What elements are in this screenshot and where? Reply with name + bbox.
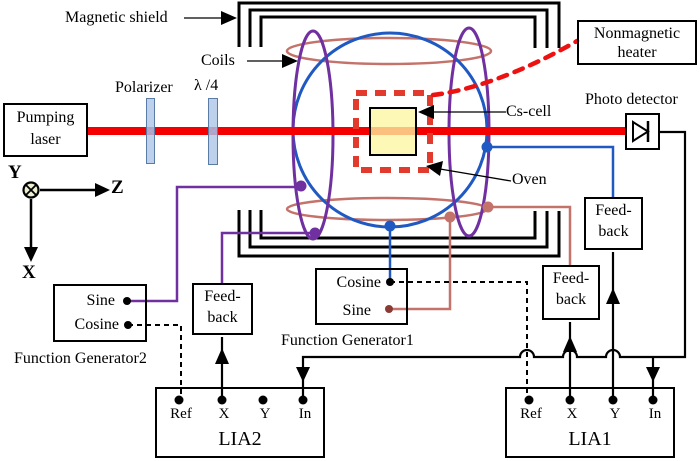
coil-junction-dots bbox=[295, 141, 494, 239]
polarizer-label: Polarizer bbox=[115, 79, 173, 96]
photodetector-output-wire bbox=[301, 130, 687, 396]
photo-detector-box bbox=[625, 113, 660, 150]
shield-mid-bottom bbox=[248, 210, 549, 249]
cs-cell-label: Cs-cell bbox=[506, 103, 552, 120]
function-generator2-label: Function Generator2 bbox=[14, 350, 147, 367]
heater-label-1: Nonmagnetic bbox=[593, 25, 681, 42]
fg2-cosine-label: Cosine bbox=[74, 316, 119, 333]
z-axis-arrow-icon bbox=[95, 183, 110, 197]
x2-up-arrow-icon bbox=[215, 348, 229, 364]
fg1-sine-to-coil-wire bbox=[389, 217, 452, 311]
port-dots bbox=[123, 278, 658, 405]
fg2-cosine-ref-dashed-wire bbox=[128, 324, 182, 396]
quarter-wave-label: λ /4 bbox=[194, 77, 219, 94]
y-axis-label: Y bbox=[8, 162, 22, 183]
annotation-leaders bbox=[184, 17, 512, 182]
coils-label: Coils bbox=[201, 52, 235, 69]
fg1-cosine-ref-dashed-wire bbox=[390, 281, 528, 396]
lia1-y-label: Y bbox=[609, 406, 621, 422]
magnetic-shield-arrow-icon bbox=[221, 11, 237, 25]
magnetic-shield-label: Magnetic shield bbox=[65, 9, 168, 26]
feedback2-to-coil-wire bbox=[220, 231, 315, 284]
lia2-in-label: In bbox=[298, 406, 312, 422]
shield-inner-bottom bbox=[259, 210, 537, 240]
coil-to-feedback-right-wire bbox=[487, 145, 615, 198]
lia1-x-label: X bbox=[566, 406, 578, 422]
feedback2-label-1: Feed- bbox=[204, 288, 241, 305]
lia2-ref-label: Ref bbox=[170, 406, 192, 422]
feedback-right-label-1: Feed- bbox=[595, 202, 632, 219]
in2-down-arrow-icon bbox=[296, 367, 310, 382]
feedback2-label-2: back bbox=[207, 308, 238, 326]
shield-outer-top bbox=[237, 1, 561, 48]
feedback-mid-label-1: Feed- bbox=[552, 270, 590, 287]
lia1-in-label: In bbox=[648, 406, 662, 422]
function-generator2-box: Sine Cosine bbox=[53, 284, 147, 342]
lia1-box: Ref X Y In LIA1 bbox=[505, 387, 675, 458]
feedback-right-box: Feed- back bbox=[584, 197, 643, 250]
lia1-title: LIA1 bbox=[568, 428, 612, 450]
transverse-coil-top-ellipse bbox=[285, 36, 493, 66]
oven-label: Oven bbox=[512, 171, 547, 188]
lia2-box: Ref X Y In LIA2 bbox=[155, 387, 325, 458]
in1-down-arrow-icon bbox=[646, 367, 660, 382]
cs-cell-arrow-icon bbox=[418, 105, 434, 119]
feedback-right-label-2: back bbox=[598, 222, 629, 240]
y1-up-arrow-icon bbox=[606, 288, 620, 304]
pumping-laser-label-1: Pumping bbox=[16, 109, 75, 126]
feedback2-box: Feed- back bbox=[192, 283, 253, 335]
annotation-arrowheads bbox=[221, 11, 443, 176]
wire-arrowheads bbox=[215, 288, 660, 382]
quarter-wave-plate bbox=[208, 98, 218, 165]
fg2-sine-to-coil-wire bbox=[127, 185, 301, 303]
feedback-mid-box: Feed- back bbox=[542, 265, 600, 320]
lia2-y-label: Y bbox=[259, 406, 271, 422]
coils-arrow-icon bbox=[282, 54, 298, 68]
nonmagnetic-heater-box: Nonmagnetic heater bbox=[577, 20, 697, 65]
x-axis-label: X bbox=[22, 262, 36, 283]
lia1-ref-label: Ref bbox=[520, 406, 542, 422]
oven-arrow-icon bbox=[426, 161, 443, 176]
fg1-cosine-label: Cosine bbox=[336, 274, 381, 291]
heater-label-2: heater bbox=[617, 44, 657, 62]
pumping-laser-label-2: laser bbox=[30, 131, 61, 149]
lia2-title: LIA2 bbox=[218, 428, 262, 450]
coordinate-axes bbox=[22, 181, 110, 262]
z-axis-label: Z bbox=[111, 177, 124, 198]
x1-up-arrow-icon bbox=[563, 336, 577, 352]
shield-mid-top bbox=[248, 8, 549, 48]
photodiode-icon bbox=[632, 120, 650, 143]
photo-detector-label: Photo detector bbox=[585, 91, 678, 108]
polarizer-plate bbox=[146, 98, 155, 164]
heater-dashed-link bbox=[430, 38, 580, 98]
fg1-sine-label: Sine bbox=[342, 302, 371, 319]
function-generator1-box: Cosine Sine bbox=[315, 268, 408, 325]
fg2-sine-label: Sine bbox=[86, 292, 115, 309]
lia2-x-label: X bbox=[218, 406, 230, 422]
cs-cell-body bbox=[369, 107, 417, 156]
feedback-mid-label-2: back bbox=[555, 290, 587, 308]
pumping-laser-box: Pumping laser bbox=[3, 103, 88, 157]
x-axis-arrow-icon bbox=[24, 247, 38, 262]
shield-inner-top bbox=[259, 15, 537, 48]
coil-to-feedback-mid-wire bbox=[488, 205, 572, 266]
function-generator1-label: Function Generator1 bbox=[281, 332, 414, 349]
